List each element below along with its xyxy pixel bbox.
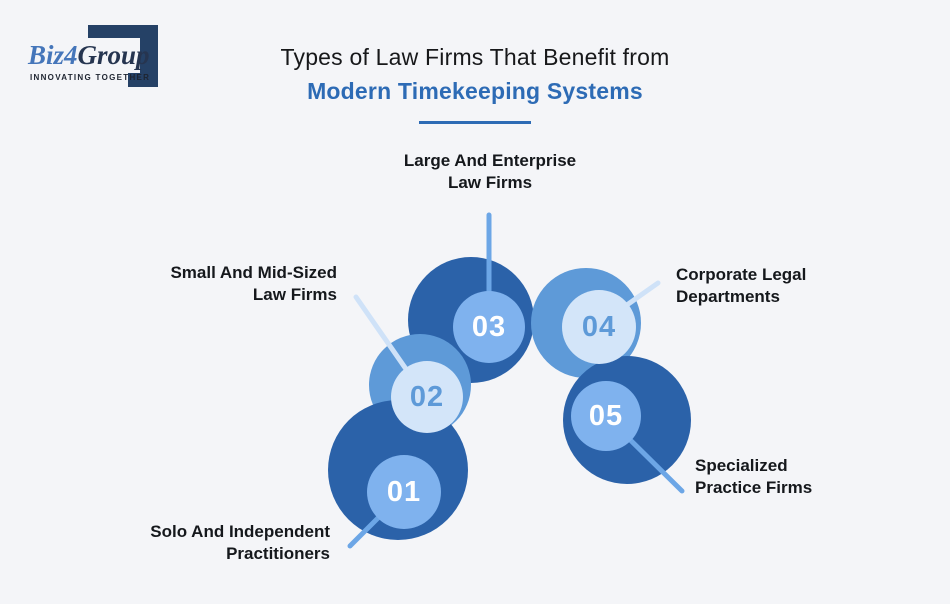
label-05: Specialized Practice Firms — [695, 455, 812, 499]
logo-bracket-foot — [128, 73, 158, 87]
circle-03-number: 03 — [471, 310, 507, 343]
label-04: Corporate Legal Departments — [676, 264, 806, 308]
label-02-line1: Small And Mid-Sized — [170, 263, 337, 282]
logo-wordmark: Biz4Group — [28, 40, 150, 71]
circle-05-inner: 05 — [571, 381, 641, 451]
logo-wordmark-digit: 4 — [64, 40, 78, 70]
title-underline — [419, 121, 531, 124]
logo-wordmark-suffix: Group — [77, 40, 150, 70]
logo: Biz4Group INNOVATING TOGETHER — [28, 18, 188, 93]
logo-bracket-right — [140, 25, 158, 87]
label-01: Solo And Independent Practitioners — [150, 521, 330, 565]
circle-04-inner: 04 — [562, 290, 636, 364]
circle-02-number: 02 — [409, 380, 445, 413]
label-02-line2: Law Firms — [252, 285, 337, 304]
circle-01-inner: 01 — [367, 455, 441, 529]
logo-tagline: INNOVATING TOGETHER — [30, 73, 151, 82]
logo-wordmark-prefix: Biz — [28, 40, 65, 70]
label-04-line2: Departments — [676, 287, 780, 306]
label-01-line2: Practitioners — [226, 544, 330, 563]
circle-05-number: 05 — [588, 399, 624, 432]
label-01-line1: Solo And Independent — [150, 522, 330, 541]
title-line1: Types of Law Firms That Benefit from — [280, 44, 670, 70]
circle-01-number: 01 — [386, 475, 422, 508]
circle-02-inner: 02 — [391, 361, 463, 433]
label-05-line2: Practice Firms — [695, 478, 813, 497]
circle-04-number: 04 — [581, 310, 617, 343]
page-title: Types of Law Firms That Benefit from Mod… — [0, 44, 950, 124]
circle-03-inner: 03 — [453, 291, 525, 363]
label-03-line2: Law Firms — [447, 173, 533, 192]
label-02: Small And Mid-Sized Law Firms — [170, 262, 337, 306]
label-03: Large And Enterprise Law Firms — [390, 150, 590, 194]
logo-bracket-icon — [88, 25, 158, 87]
label-03-line1: Large And Enterprise — [403, 151, 577, 170]
title-line2: Modern Timekeeping Systems — [307, 78, 643, 104]
label-05-line1: Specialized — [695, 456, 788, 475]
label-04-line1: Corporate Legal — [676, 265, 807, 284]
